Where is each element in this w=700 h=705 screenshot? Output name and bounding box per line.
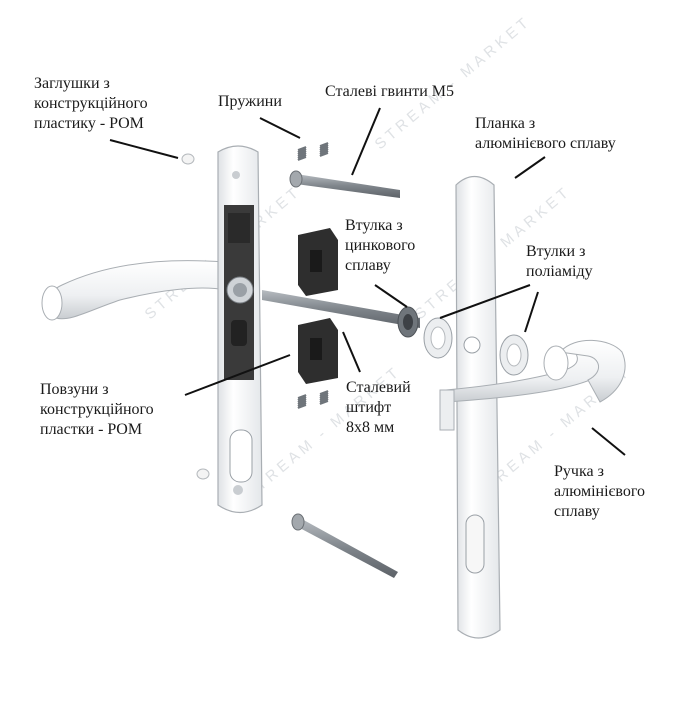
right-front-plate: [455, 175, 501, 639]
sliders: [298, 228, 338, 384]
polyamide-bushings: [423, 317, 529, 376]
leader-handle: [591, 427, 626, 456]
leader-caps: [109, 139, 179, 159]
plastic-caps: [181, 153, 210, 480]
left-handle: [41, 260, 227, 321]
leader-pin: [342, 331, 361, 373]
zinc-bushing: [397, 306, 419, 338]
leader-springs: [259, 117, 301, 139]
leader-plate: [514, 156, 546, 179]
leader-lines: [109, 107, 626, 456]
label-springs: Пружини: [218, 93, 282, 110]
leader-screws: [351, 107, 381, 176]
leader-sliders: [184, 354, 291, 396]
right-handle: [439, 339, 626, 431]
label-screws: Сталеві гвинти М5: [325, 83, 454, 100]
steel-pin: [262, 290, 420, 328]
leader-bushing-zinc: [374, 284, 408, 308]
steel-screws: [289, 170, 400, 578]
leader-bushings-pa-1: [439, 284, 531, 319]
springs: [297, 142, 329, 409]
leader-bushings-pa-2: [524, 291, 539, 333]
left-back-plate: [217, 145, 263, 514]
